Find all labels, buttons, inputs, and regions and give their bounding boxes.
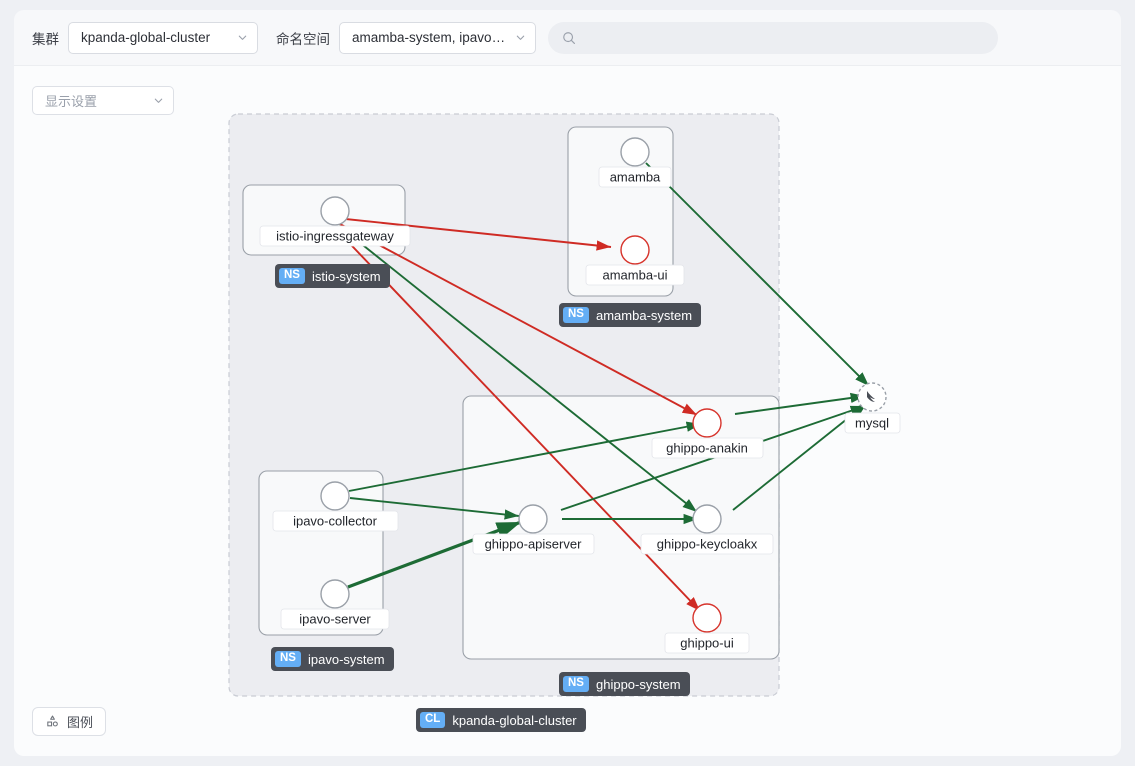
filter-toolbar: 集群 kpanda-global-cluster 命名空间 amamba-sys… <box>14 10 1121 66</box>
edge-ipavo-server-ghippo-apiserver[interactable] <box>347 520 522 589</box>
node-label: ghippo-apiserver <box>485 536 583 551</box>
edge-istio-ingressgateway-ghippo-anakin[interactable] <box>337 222 698 416</box>
cluster-select[interactable]: kpanda-global-cluster <box>68 21 258 54</box>
ns-chip: NS <box>563 676 589 692</box>
namespace-badge-ghippo-system[interactable]: NS ghippo-system <box>559 672 690 696</box>
node-label: ghippo-keycloakx <box>657 536 758 551</box>
node-ipavo-server[interactable]: ipavo-server <box>280 579 390 630</box>
shapes-icon <box>47 715 58 727</box>
search-input[interactable] <box>585 29 984 46</box>
node-label: ghippo-ui <box>680 635 734 650</box>
search-box[interactable] <box>548 21 998 54</box>
namespace-badge-amamba-system[interactable]: NS amamba-system <box>559 303 702 327</box>
node-mysql[interactable]: mysql <box>844 382 901 434</box>
namespace-select-value: amamba-system, ipavo-s... <box>352 30 507 45</box>
namespace-filter-label: 命名空间 <box>276 31 330 47</box>
edge-ghippo-anakin-mysql[interactable] <box>734 392 866 415</box>
node-ghippo-ui[interactable]: ghippo-ui <box>664 603 750 654</box>
display-settings-dropdown[interactable]: 显示设置 <box>32 86 174 115</box>
cluster-badge[interactable]: CL kpanda-global-cluster <box>416 708 586 732</box>
edge-ipavo-collector-ghippo-anakin[interactable] <box>348 421 702 492</box>
ns-chip: NS <box>275 651 301 667</box>
node-label: ghippo-anakin <box>666 440 748 455</box>
ns-name: ipavo-system <box>307 651 385 667</box>
edge-istio-ingressgateway-amamba-ui[interactable] <box>335 217 612 251</box>
namespace-select[interactable]: amamba-system, ipavo-s... <box>339 21 536 54</box>
legend-button[interactable]: 图例 <box>32 707 107 736</box>
cl-name: kpanda-global-cluster <box>452 712 577 728</box>
node-ipavo-collector[interactable]: ipavo-collector <box>272 481 399 532</box>
ns-name: ghippo-system <box>595 676 681 692</box>
display-settings-label: 显示设置 <box>45 94 98 109</box>
ns-name: istio-system <box>311 268 381 284</box>
edge-istio-ingressgateway-ghippo-keycloakx[interactable] <box>338 225 698 513</box>
chevron-down-icon <box>238 35 247 40</box>
ns-chip: NS <box>279 268 305 284</box>
node-label: mysql <box>855 415 889 430</box>
cl-chip: CL <box>420 712 446 728</box>
node-ghippo-apiserver[interactable]: ghippo-apiserver <box>472 504 595 555</box>
node-label: ipavo-server <box>299 611 371 626</box>
node-label: ipavo-collector <box>293 513 377 528</box>
cluster-select-value: kpanda-global-cluster <box>81 30 211 45</box>
chevron-down-icon <box>516 35 525 40</box>
node-ghippo-anakin[interactable]: ghippo-anakin <box>651 408 764 459</box>
cluster-filter-label: 集群 <box>32 31 59 47</box>
node-label: amamba <box>610 169 661 184</box>
edge-istio-ingressgateway-ghippo-ui[interactable] <box>333 226 701 612</box>
node-amamba[interactable]: amamba <box>598 137 672 188</box>
topology-graph[interactable]: istio-ingressgateway amamba amamba-ui ip… <box>14 66 1121 756</box>
node-istio-ingressgateway[interactable]: istio-ingressgateway <box>259 196 411 247</box>
chevron-down-icon <box>154 98 163 103</box>
ns-name: amamba-system <box>595 307 693 323</box>
node-amamba-ui[interactable]: amamba-ui <box>585 235 685 286</box>
legend-label: 图例 <box>67 715 94 730</box>
ns-chip: NS <box>563 307 589 323</box>
edge-amamba-mysql[interactable] <box>645 162 870 387</box>
node-ghippo-keycloakx[interactable]: ghippo-keycloakx <box>640 504 774 555</box>
namespace-badge-istio-system[interactable]: NS istio-system <box>275 264 390 288</box>
namespace-badge-ipavo-system[interactable]: NS ipavo-system <box>271 647 394 671</box>
topology-canvas[interactable]: 显示设置 图例 <box>14 66 1121 756</box>
search-icon <box>563 31 575 44</box>
node-label: amamba-ui <box>602 267 667 282</box>
node-label: istio-ingressgateway <box>276 228 394 243</box>
edge-ipavo-collector-ghippo-apiserver[interactable] <box>349 497 520 520</box>
mysql-dolphin-icon <box>867 391 875 402</box>
